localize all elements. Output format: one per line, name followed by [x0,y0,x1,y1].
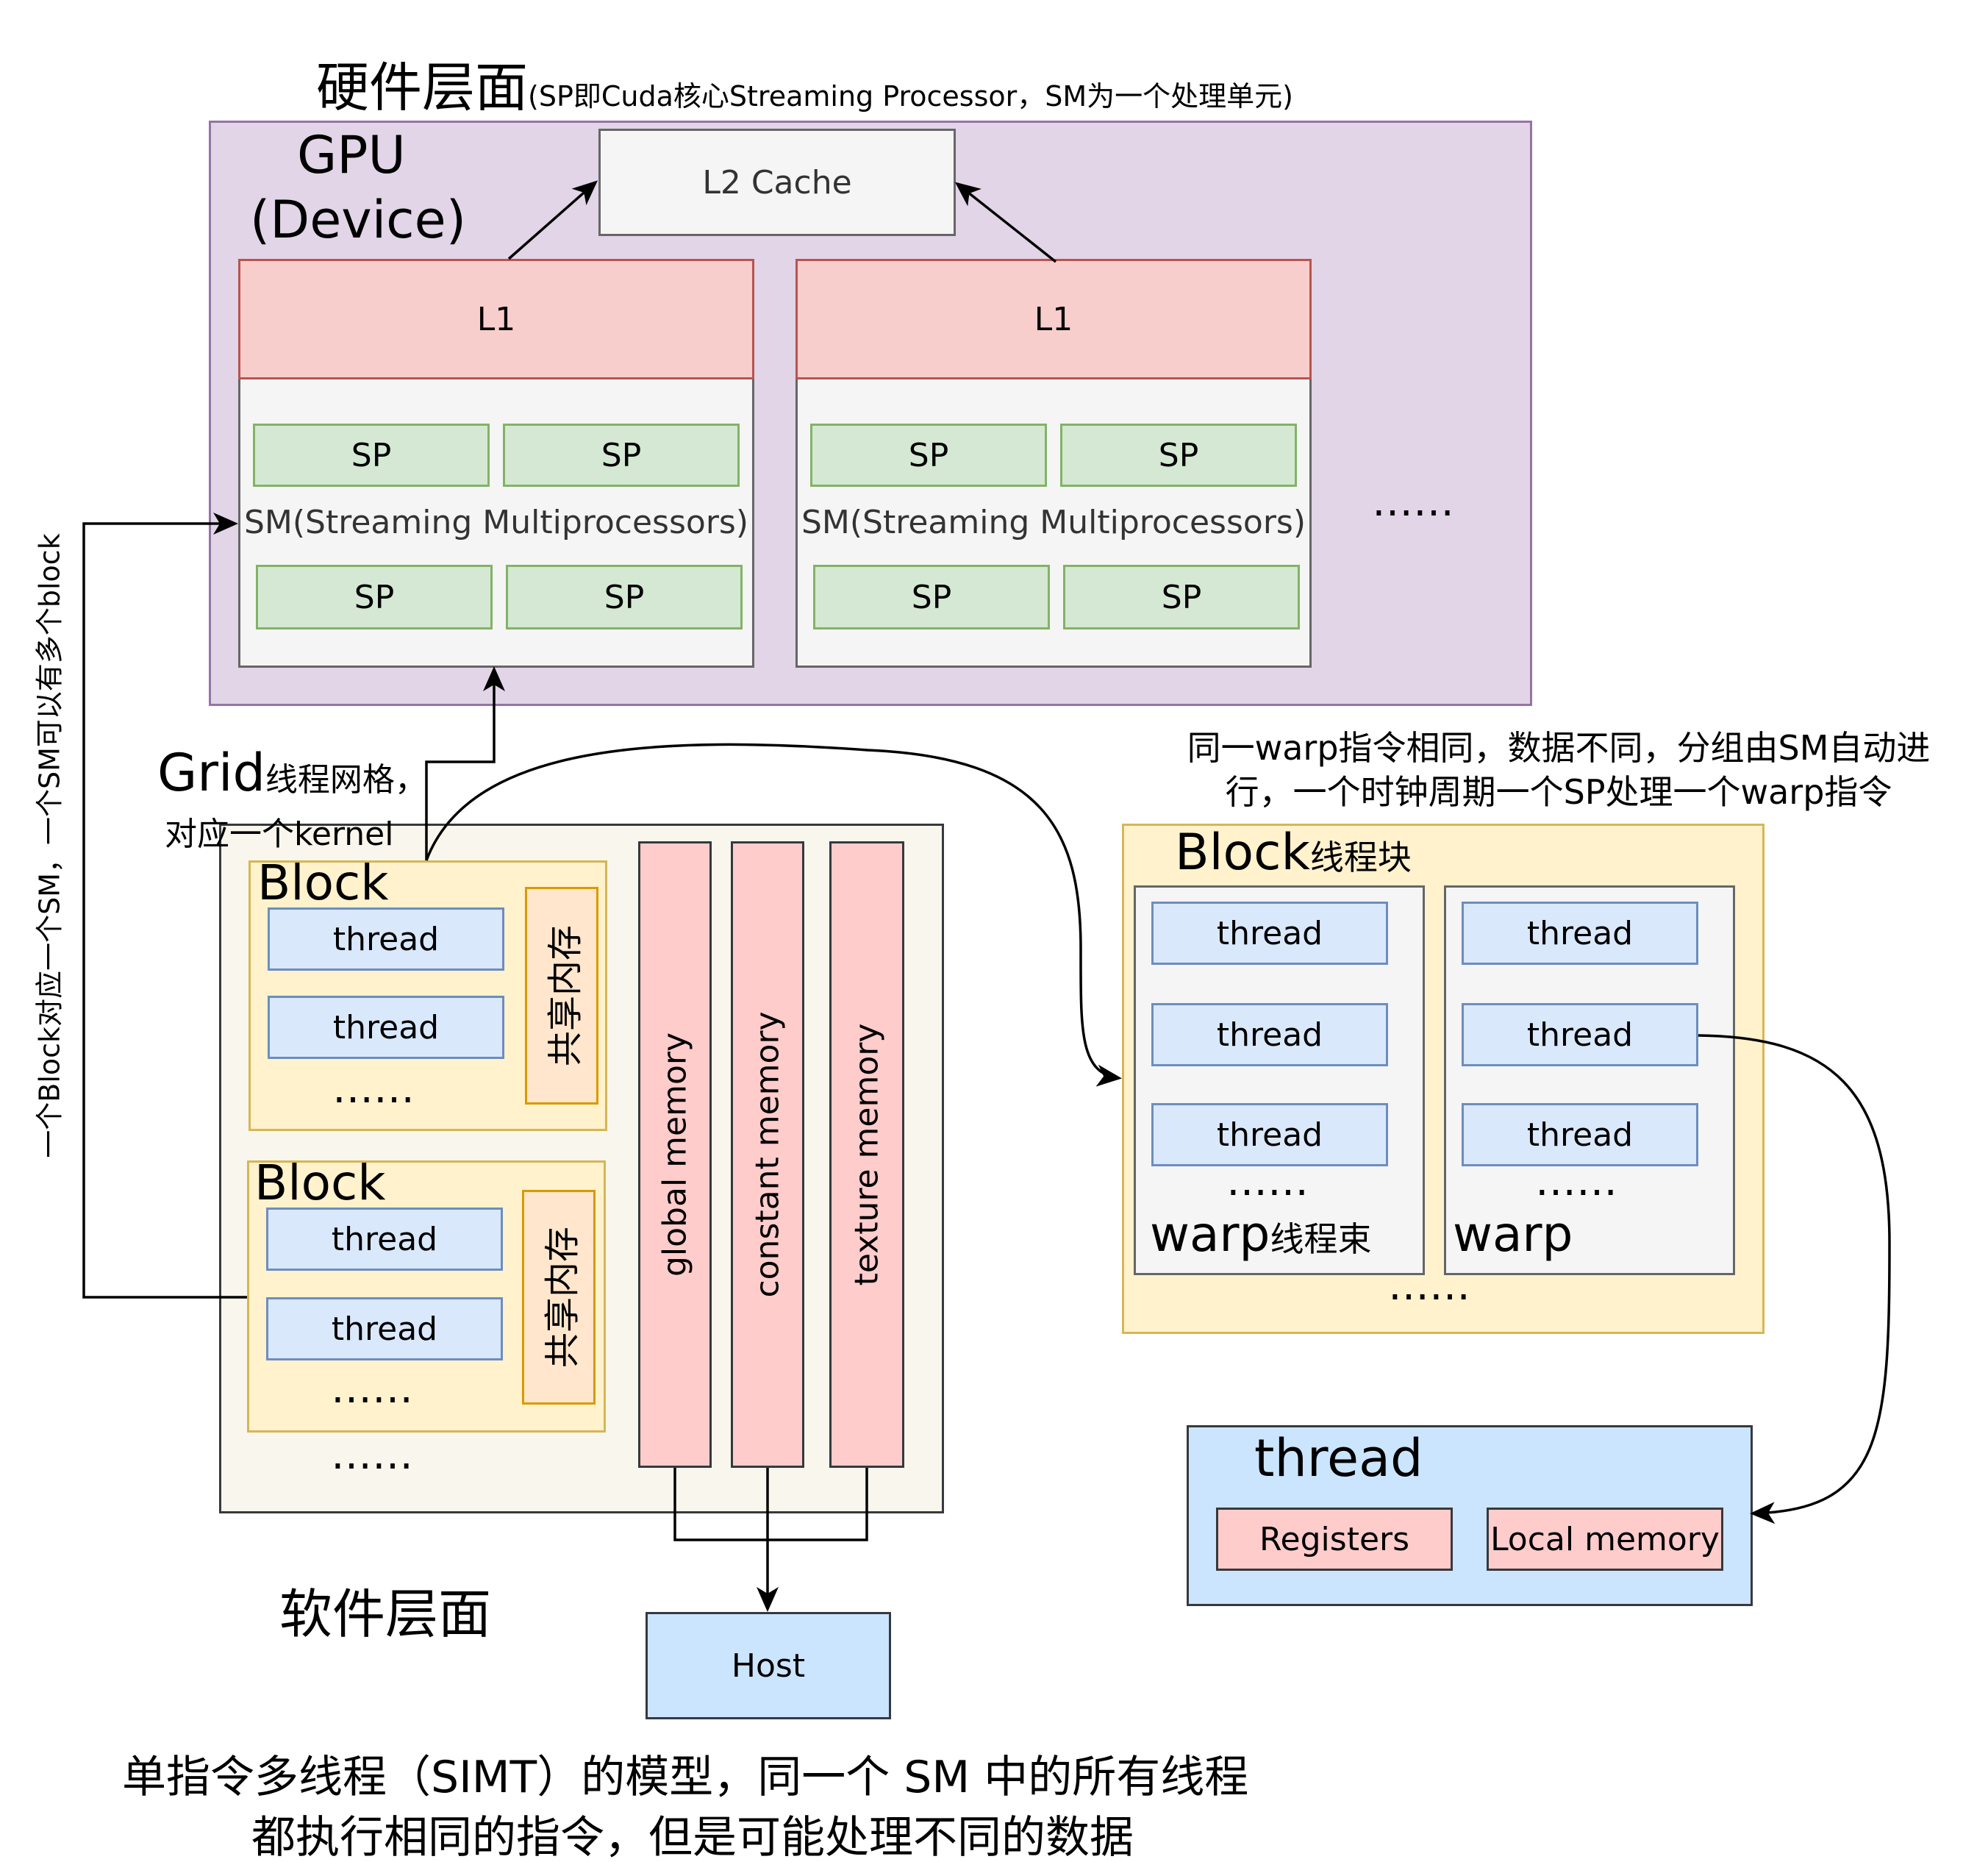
thread-label: thread [331,1310,438,1348]
thread-label: thread [1526,1116,1634,1154]
l1-cache-1: L1 [238,259,754,379]
arrow-block2-to-sm [82,513,247,1299]
sp-label: SP [1161,578,1202,616]
warp-1-label-big: warp [1150,1206,1270,1263]
grid-block-1-thread-2: thread [268,996,504,1059]
constant-memory [731,841,804,1468]
grid-block-2-thread-1: thread [266,1208,503,1271]
sp-1-3: SP [256,565,493,629]
arrow-thread-to-thread-detail [1698,1034,1891,1524]
warp-2-thread-2: thread [1462,1003,1698,1066]
warp-1-thread-3: thread [1151,1103,1388,1166]
grid-title-small: 线程网格， [265,761,427,799]
gpu-more-ellipsis: …… [1372,478,1454,526]
grid-block-1-title: Block [257,855,389,911]
sm-label-1: SM(Streaming Multiprocessors) [243,503,749,541]
grid-more-ellipsis: …… [331,1431,413,1479]
grid-subtitle: 对应一个kernel [165,816,394,853]
thread-label: thread [1526,1016,1634,1054]
thread-label: thread [1526,914,1634,952]
sm-label-2: SM(Streaming Multiprocessors) [801,503,1306,541]
thread-detail-title: thread [1254,1428,1423,1488]
global-memory [638,841,712,1468]
wire-global-memory [673,1468,768,1541]
grid-block-2-more: …… [331,1365,413,1413]
block-detail-title-big: Block [1175,824,1310,882]
warp-1-thread-2: thread [1151,1003,1388,1066]
texture-memory [829,841,904,1468]
warp-1-thread-1: thread [1151,902,1388,965]
gpu-label-line2: (Device) [250,190,467,250]
warp-2-thread-3: thread [1462,1103,1698,1166]
arrow-l1-2-to-l2 [954,182,1057,263]
software-label: 软件层面 [279,1583,492,1645]
block-detail-more: …… [1388,1262,1470,1310]
bottom-text-line2: 都执行相同的指令，但是可能处理不同的数据 [251,1812,1134,1862]
host-label: Host [731,1647,806,1685]
warp-2-thread-1: thread [1462,902,1698,965]
block-detail-title-small: 线程块 [1309,838,1412,877]
sp-1-1: SP [253,424,490,487]
sp-2-1: SP [810,424,1047,487]
grid-block-2-thread-2: thread [266,1297,503,1360]
sp-2-3: SP [813,565,1050,629]
l1-label-1: L1 [476,300,516,338]
arrow-block-to-sm [425,666,505,860]
sp-label: SP [354,578,395,616]
thread-label: thread [1216,1016,1323,1054]
warp-1-label: warp线程束 [1150,1206,1371,1263]
grid-block-2-title: Block [254,1155,386,1211]
warp-1-more: …… [1226,1157,1309,1205]
registers-label: Registers [1259,1520,1410,1558]
grid-title-big: Grid [157,743,265,803]
sp-label: SP [351,436,392,474]
shared-memory-1 [525,887,598,1105]
l2-cache-label: L2 Cache [702,163,852,201]
sp-label: SP [601,436,642,474]
thread-label: thread [1216,914,1323,952]
sp-2-4: SP [1063,565,1300,629]
grid-block-1-thread-1: thread [268,907,504,971]
block-detail-title: Block线程块 [1175,824,1412,882]
hardware-title-main: 硬件层面 [316,57,529,118]
sp-1-2: SP [503,424,740,487]
warp-2-label-big: warp [1453,1206,1573,1263]
sp-label: SP [1158,436,1199,474]
grid-block-1-more: …… [332,1065,415,1113]
hardware-title-note: (SP即Cuda核心Streaming Processor，SM为一个处理单元) [528,80,1293,113]
host-box: Host [646,1612,891,1719]
hardware-title: 硬件层面(SP即Cuda核心Streaming Processor，SM为一个处… [316,44,1293,121]
thread-label: thread [1216,1116,1323,1154]
local-memory-box: Local memory [1487,1508,1723,1571]
sp-label: SP [908,436,949,474]
l1-cache-2: L1 [795,259,1312,379]
grid-title: Grid线程网格， [157,743,427,803]
l2-cache: L2 Cache [598,129,956,236]
l1-label-2: L1 [1034,300,1073,338]
thread-label: thread [332,920,440,958]
warp-2-more: …… [1535,1157,1617,1205]
thread-label: thread [331,1220,438,1258]
sp-label: SP [911,578,952,616]
bottom-text-line1: 单指令多线程（SIMT）的模型，同一个 SM 中的所有线程 [122,1752,1249,1803]
sp-2-2: SP [1060,424,1297,487]
sp-label: SP [604,578,645,616]
warp-2-label: warp [1453,1206,1573,1263]
warp-note-line1: 同一warp指令相同，数据不同，分组由SM自动进 [1187,728,1931,768]
registers-box: Registers [1216,1508,1453,1571]
arrow-l1-1-to-l2 [507,180,598,260]
local-memory-label: Local memory [1490,1520,1720,1558]
warp-note-line2: 行，一个时钟周期一个SP处理一个warp指令 [1225,772,1892,812]
gpu-label-line1: GPU [297,125,406,185]
shared-memory-2 [522,1190,596,1405]
warp-1-label-small: 线程束 [1270,1219,1372,1259]
arrow-block-to-block-detail [425,743,1122,1087]
sp-1-4: SP [506,565,743,629]
thread-label: thread [332,1008,440,1046]
wire-texture-memory [768,1468,868,1541]
